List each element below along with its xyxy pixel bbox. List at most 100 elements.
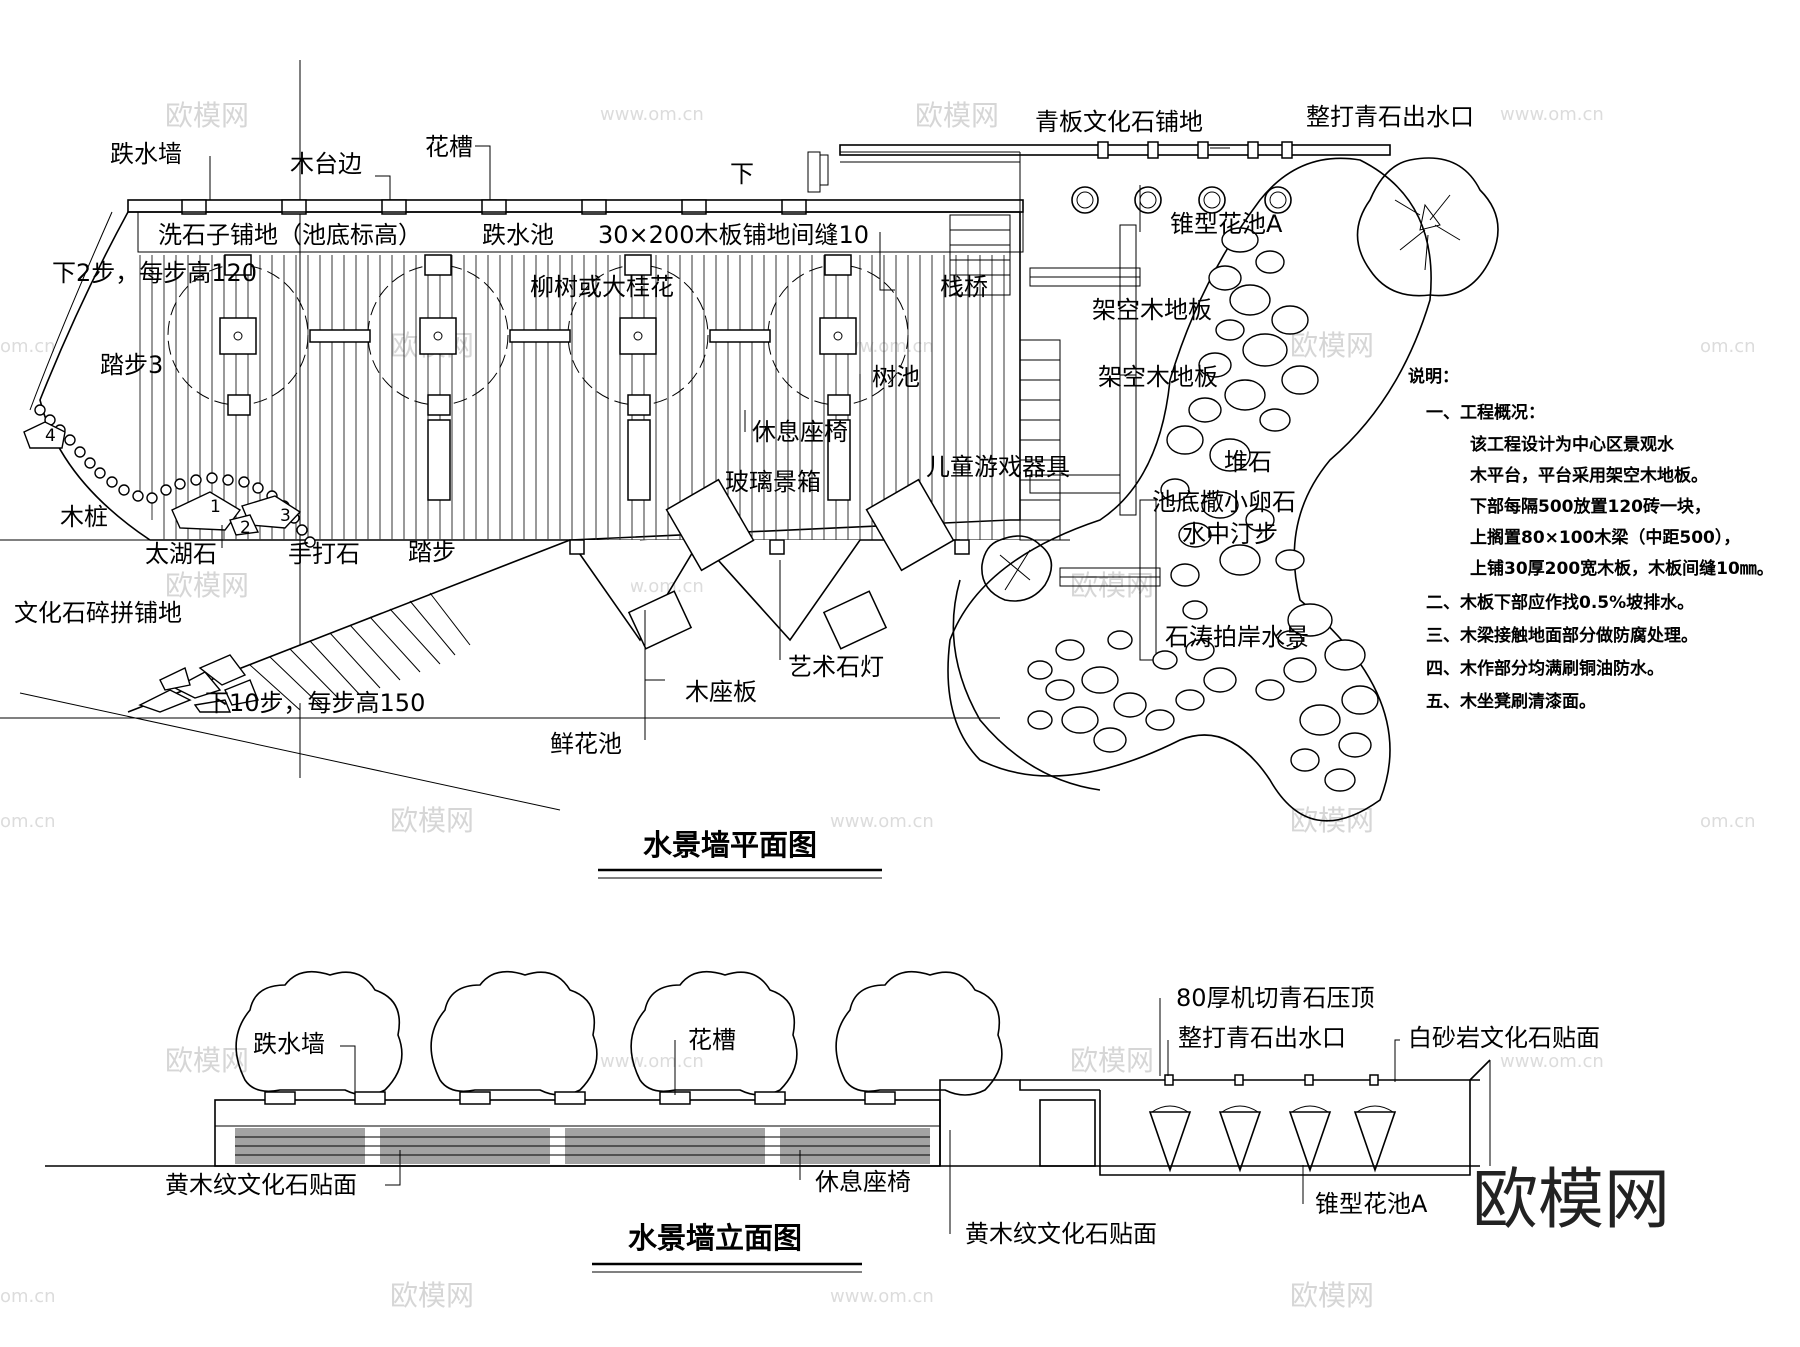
elevation-view: 跌水墙 花槽 80厚机切青石压顶 整打青石出水口 白砂岩文化石贴面 黄木纹文化石…: [45, 970, 1600, 1273]
tree-pools: [167, 254, 909, 416]
watermark-url: www.om.cn: [1500, 1051, 1604, 1072]
label-board-paving: 30×200木板铺地间缝10: [598, 221, 869, 249]
label-stepping: 水中汀步: [1182, 520, 1278, 548]
label-wood-pile: 木桩: [60, 503, 108, 531]
watermark-logo: 欧模网: [1472, 1161, 1670, 1238]
glass-box: [665, 478, 755, 572]
notes-line: 该工程设计为中心区景观水: [1470, 434, 1675, 455]
outlet-block: [1039, 1099, 1096, 1167]
taihu-stone: [171, 491, 242, 531]
leader-line: [385, 1150, 401, 1186]
pool-section: [1099, 1059, 1491, 1176]
watermark-url-short: om.cn: [0, 336, 56, 357]
notes-line: 上铺30厚200宽木板，木板间缝10㎜。: [1470, 558, 1774, 579]
label-deck-edge: 木台边: [290, 150, 362, 178]
step-post: [819, 154, 829, 186]
zigzag-edge: [569, 538, 960, 642]
label-drop-wall: 跌水墙: [110, 140, 182, 168]
label-bluestone-paving: 青板文化石铺地: [1035, 108, 1203, 136]
tree-pool: [167, 254, 309, 416]
label-cap-stone: 80厚机切青石压顶: [1176, 984, 1375, 1012]
taihu-stone: [23, 421, 66, 449]
cone-pools-plan: [1071, 186, 1292, 214]
bluestone-strip: [839, 144, 1391, 156]
art-lamp: [769, 539, 785, 555]
label-shore-stone: 石涛拍岸水景: [1165, 623, 1309, 651]
label-steps-down-2: 下2步，每步高120: [52, 259, 257, 287]
stair-treads: [249, 592, 471, 711]
cone-pools-elevation: [1148, 1105, 1397, 1173]
label-elev-drop-wall: 跌水墙: [253, 1030, 325, 1058]
label-tree-pool: 树池: [872, 363, 920, 391]
tree-pool: [367, 254, 509, 416]
notes-line: 一、工程概况：: [1426, 402, 1545, 423]
watermark-brand: 欧模网: [1070, 1044, 1154, 1077]
planter-tab: [681, 199, 707, 215]
label-hand-stone: 手打石: [288, 540, 360, 568]
label-steps-3: 踏步3: [100, 351, 163, 379]
tree-pool: [767, 254, 909, 416]
watermark-brand: 欧模网: [1290, 1279, 1374, 1312]
elevation-title: 水景墙立面图: [628, 1221, 802, 1255]
label-drop-pool: 跌水池: [482, 221, 554, 249]
planter-tab: [181, 199, 207, 215]
art-lamp: [954, 539, 970, 555]
flower-pool: [822, 590, 888, 650]
leader-line: [340, 1045, 356, 1095]
watermark-url-short: om.cn: [0, 811, 56, 832]
label-yellow-stone-1: 黄木纹文化石贴面: [165, 1171, 357, 1199]
label-pebbles: 池底撒小卵石: [1152, 488, 1296, 516]
label-raised-deck-2: 架空木地板: [1098, 363, 1218, 391]
watermark-url: www.om.cn: [600, 1051, 704, 1072]
tree-pool: [567, 254, 709, 416]
cap-outlets: [1164, 1074, 1379, 1086]
watermark-brand: 欧模网: [915, 99, 999, 132]
label-bench: 休息座椅: [752, 418, 848, 446]
top-edge-strip: [127, 199, 1024, 213]
art-lamp: [569, 539, 585, 555]
tree-canopy-plan: [1356, 157, 1499, 297]
bench: [827, 419, 851, 501]
flower-pool: [627, 590, 693, 650]
label-elev-cone-pool: 锥型花池A: [1315, 1190, 1428, 1218]
plan-title: 水景墙平面图: [643, 828, 817, 862]
label-steps: 踏步: [408, 538, 456, 566]
plan-view: [0, 60, 1499, 822]
bench: [509, 329, 571, 343]
watermark-brand: 欧模网: [390, 1279, 474, 1312]
leader-line: [475, 145, 491, 200]
step-post: [807, 151, 821, 193]
label-num-2: 2: [240, 518, 251, 538]
watermark-url: www.om.cn: [830, 1286, 934, 1307]
leader-line: [1394, 1039, 1400, 1082]
outlet-marker: [1097, 141, 1109, 159]
raised-deck-steps: [1029, 224, 1161, 661]
curved-edge: [29, 211, 113, 411]
label-playground: 儿童游戏器具: [926, 453, 1070, 481]
label-willow: 柳树或大桂花: [530, 273, 674, 301]
label-num-4: 4: [45, 426, 56, 446]
label-bluestone-outlet: 整打青石出水口: [1306, 103, 1474, 131]
notes-line: 木平台，平台采用架空木地板。: [1469, 465, 1708, 486]
plan-labels: 跌水墙 木台边 花槽 洗石子铺地（池底标高） 跌水池 30×200木板铺地间缝1…: [14, 103, 1474, 879]
label-num-1: 1: [210, 497, 221, 517]
label-elev-planter: 花槽: [688, 1026, 736, 1054]
pond-outline: [947, 157, 1432, 822]
planter-tab: [381, 199, 407, 215]
notes-line: 五、木坐凳刷清漆面。: [1426, 691, 1596, 712]
bench: [627, 419, 651, 501]
elevation-trees: [235, 970, 1003, 1096]
pond-pebbles: [1027, 227, 1379, 792]
notes-line: 二、木板下部应作找0.5%坡排水。: [1426, 592, 1694, 613]
label-elev-bench: 休息座椅: [815, 1168, 911, 1196]
planter-tab: [281, 199, 307, 215]
watermark-url-short: om.cn: [0, 1286, 56, 1307]
watermark-brand: 欧模网: [390, 804, 474, 837]
label-sandstone: 白砂岩文化石贴面: [1408, 1024, 1600, 1052]
planter-tab: [481, 199, 507, 215]
notes-line: 四、木作部分均满刷铜油防水。: [1426, 658, 1664, 679]
bench: [709, 329, 771, 343]
label-culture-stone-paving: 文化石碎拼铺地: [14, 599, 182, 627]
